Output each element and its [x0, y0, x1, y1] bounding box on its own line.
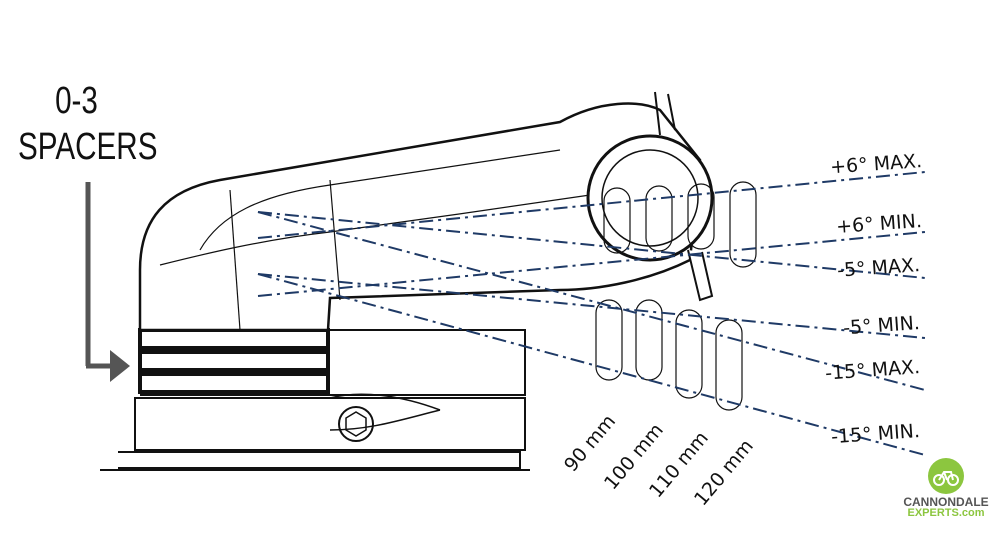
spacers-word: SPACERS: [18, 126, 158, 168]
spacers: [138, 328, 330, 394]
headset-base: [100, 329, 530, 471]
bike-icon: [928, 458, 964, 494]
spacer-arrow: [85, 182, 130, 382]
angle-lines: [257, 171, 926, 456]
pinch-bolt: [338, 406, 374, 442]
bar-position-circles: [595, 181, 757, 411]
handlebar-clamp: [586, 91, 714, 302]
spacers-label: 0-3 SPACERS: [18, 78, 158, 170]
spacers-count: 0-3: [55, 80, 98, 122]
watermark-line1: CANNONDALE: [903, 495, 989, 509]
watermark-logo: CANNONDALE EXPERTS.com: [900, 458, 992, 528]
stem-body: [138, 102, 702, 332]
watermark-line2: EXPERTS.com: [907, 507, 985, 519]
